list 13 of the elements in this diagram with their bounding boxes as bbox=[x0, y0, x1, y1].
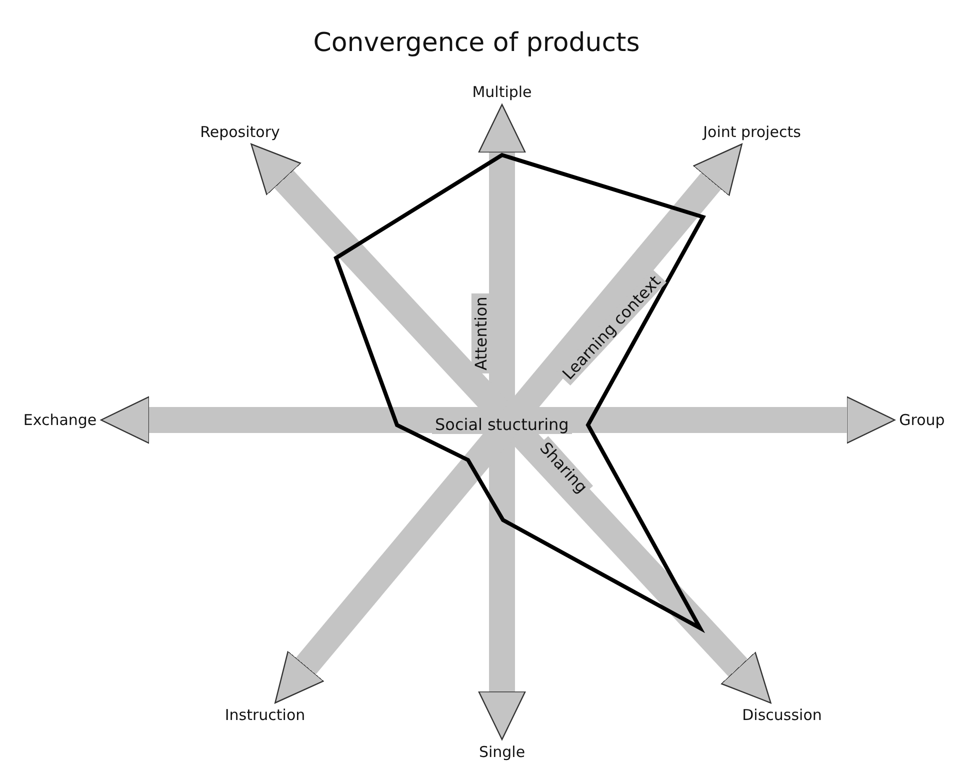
edge-label: Attention bbox=[471, 293, 490, 373]
axis-end-label: Instruction bbox=[222, 704, 308, 726]
axis-end-label: Exchange bbox=[20, 409, 100, 431]
double-headed-arrow bbox=[100, 396, 896, 444]
double-headed-arrow bbox=[478, 104, 526, 740]
edge-label: Social stucturing bbox=[432, 414, 572, 434]
axis-end-label: Repository bbox=[197, 121, 283, 143]
diagram-title: Convergence of products bbox=[312, 28, 641, 58]
axis-end-label: Group bbox=[896, 409, 948, 431]
axis-end-label: Single bbox=[476, 741, 528, 763]
axis-end-label: Discussion bbox=[739, 704, 825, 726]
axis-end-label: Joint projects bbox=[700, 121, 804, 143]
axis-end-label: Multiple bbox=[469, 81, 535, 103]
